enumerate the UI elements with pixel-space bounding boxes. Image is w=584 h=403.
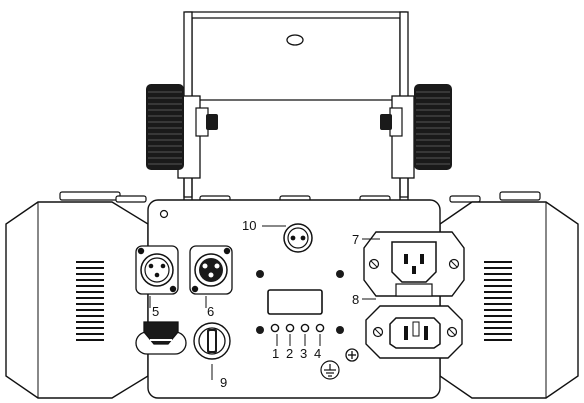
callout-2: 2 bbox=[286, 346, 293, 361]
left-tilt-knob bbox=[146, 84, 218, 170]
callout-3: 3 bbox=[300, 346, 307, 361]
led-display bbox=[267, 289, 323, 315]
callout-9: 9 bbox=[220, 375, 227, 390]
earth-screw bbox=[345, 348, 359, 362]
rear-panel bbox=[135, 199, 465, 399]
power-output-socket bbox=[363, 231, 465, 297]
callout-5: 5 bbox=[152, 304, 159, 319]
audio-input-jack bbox=[283, 223, 313, 253]
callout-leader-lines bbox=[149, 225, 380, 380]
control-panel-screws bbox=[256, 270, 344, 334]
fuse-holder bbox=[193, 322, 231, 360]
right-vent-grille bbox=[484, 261, 512, 341]
dmx-input-connector bbox=[135, 245, 179, 295]
callout-8: 8 bbox=[352, 292, 359, 307]
enter-button bbox=[315, 323, 325, 333]
bracket-mounting-hole bbox=[286, 34, 304, 46]
left-end-cap bbox=[5, 201, 149, 399]
power-input-socket bbox=[365, 305, 463, 359]
left-vent-grille bbox=[76, 261, 104, 341]
dmx-output-connector bbox=[189, 245, 233, 295]
right-end-cap bbox=[439, 201, 579, 399]
mounting-bracket bbox=[177, 11, 415, 200]
right-tilt-knob bbox=[380, 84, 452, 170]
callout-4: 4 bbox=[314, 346, 321, 361]
menu-button bbox=[270, 323, 280, 333]
callout-6: 6 bbox=[207, 304, 214, 319]
down-button bbox=[300, 323, 310, 333]
safety-loop bbox=[135, 321, 187, 355]
control-buttons bbox=[270, 323, 325, 333]
callout-7: 7 bbox=[352, 232, 359, 247]
callout-1: 1 bbox=[272, 346, 279, 361]
up-button bbox=[285, 323, 295, 333]
callout-10: 10 bbox=[242, 218, 256, 233]
panel-indicator-hole bbox=[159, 209, 169, 219]
callout-labels: 10 7 8 5 6 9 1 2 3 4 bbox=[152, 218, 359, 390]
ground-symbol bbox=[320, 360, 340, 380]
